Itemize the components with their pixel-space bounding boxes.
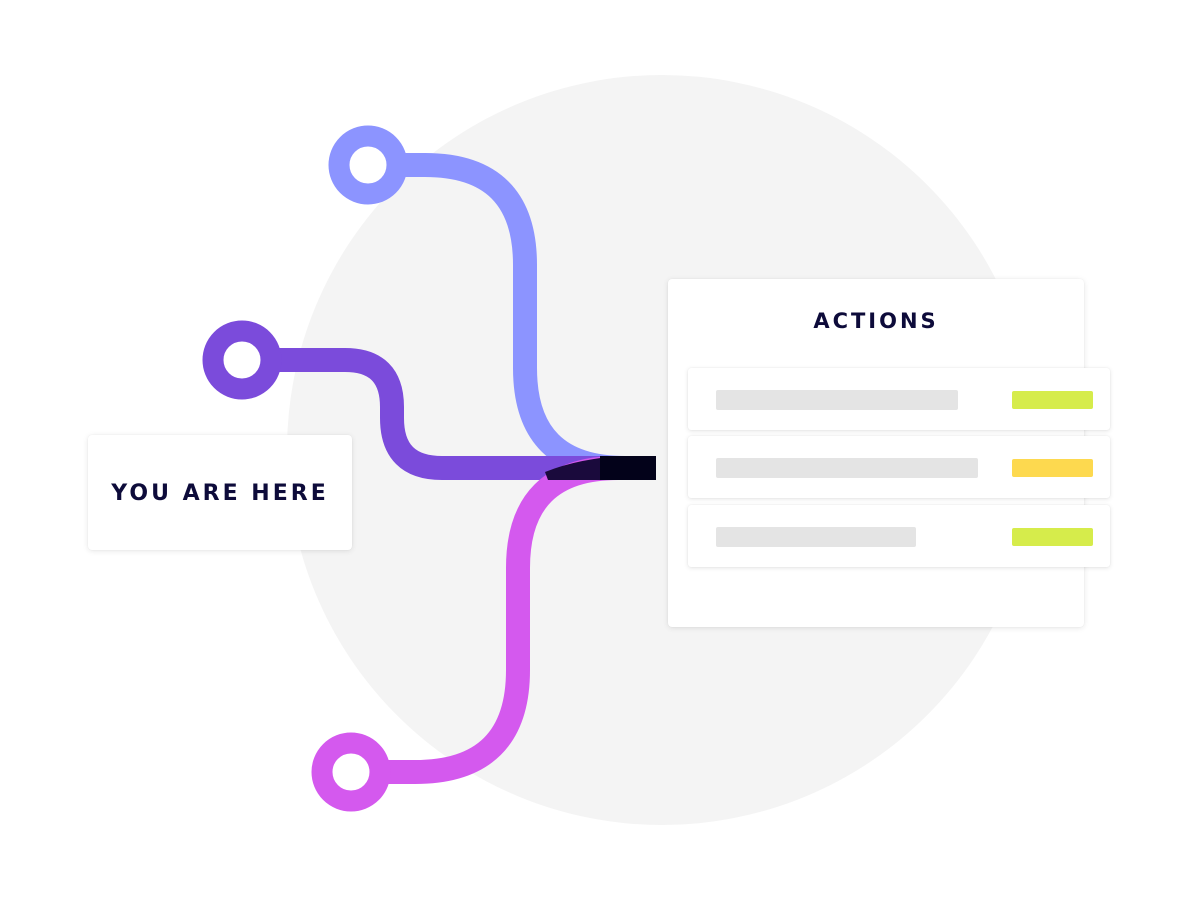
- path-middle: [242, 348, 625, 480]
- action-item-placeholder-text: [716, 458, 978, 478]
- node-top-icon: [328, 125, 408, 205]
- action-item[interactable]: [688, 436, 1110, 498]
- junction-connector: [600, 456, 656, 480]
- action-item[interactable]: [688, 368, 1110, 430]
- action-item-placeholder-text: [716, 390, 958, 410]
- you-are-here-label: YOU ARE HERE: [111, 481, 329, 506]
- action-status-tag: [1012, 459, 1093, 477]
- action-item[interactable]: [688, 505, 1110, 567]
- action-status-tag: [1012, 528, 1093, 546]
- you-are-here-card: YOU ARE HERE: [88, 435, 352, 550]
- action-status-tag: [1012, 391, 1093, 409]
- node-middle-icon: [202, 320, 282, 400]
- background-circle: [287, 75, 1037, 825]
- actions-title: ACTIONS: [813, 309, 939, 333]
- node-bottom-icon: [311, 732, 391, 812]
- action-item-placeholder-text: [716, 527, 916, 547]
